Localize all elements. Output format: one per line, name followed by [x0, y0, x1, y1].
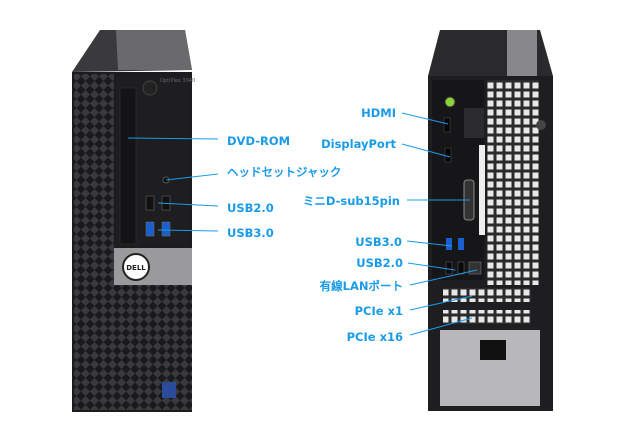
label-dvd-rom: DVD-ROM	[227, 134, 290, 148]
back-usb3-port	[458, 238, 464, 250]
label-pcie-x1: PCIe x1	[355, 304, 403, 318]
back-usb2-port	[445, 261, 453, 275]
back-usb3-port	[446, 238, 452, 250]
front-usb3-port	[145, 221, 155, 237]
front-usb2-port	[145, 195, 155, 211]
windows-sticker	[464, 108, 484, 138]
dell-logo	[122, 253, 150, 281]
back-vent	[487, 80, 539, 285]
label-pcie-x16: PCIe x16	[347, 330, 403, 344]
power-button[interactable]	[142, 80, 158, 96]
label-front-usb3: USB3.0	[227, 226, 274, 240]
dvd-drive[interactable]	[119, 87, 137, 245]
displayport-port	[444, 147, 452, 163]
back-usb2-port	[457, 261, 465, 275]
power-connector	[480, 340, 506, 360]
label-headset-jack: ヘッドセットジャック	[227, 165, 341, 179]
label-front-usb2: USB2.0	[227, 201, 274, 215]
label-hdmi: HDMI	[361, 106, 396, 120]
labels: DVD-ROM ヘッドセットジャック USB2.0 USB3.0 HDMI Di…	[227, 106, 403, 344]
thumbscrew	[536, 120, 546, 130]
pcie-x1-slot	[443, 288, 531, 302]
back-pc	[428, 30, 553, 411]
line-dvd	[127, 137, 219, 140]
label-displayport: DisplayPort	[321, 137, 396, 151]
label-lan: 有線LANポート	[320, 279, 403, 293]
front-lower-grille	[114, 285, 192, 410]
svg-text:DELL: DELL	[126, 264, 146, 272]
lan-port	[468, 261, 482, 275]
hdmi-port	[443, 117, 451, 133]
callout-lines	[127, 112, 478, 336]
audio-out-jack	[444, 96, 456, 108]
label-back-usb3: USB3.0	[355, 235, 402, 249]
front-grille	[74, 74, 114, 410]
intel-sticker	[162, 382, 176, 398]
front-usb3-port	[161, 221, 171, 237]
serial-label	[479, 145, 485, 235]
label-back-usb2: USB2.0	[356, 256, 403, 270]
label-dsub: ミニD-sub15pin	[303, 194, 400, 208]
pcie-x16-slot	[443, 310, 531, 324]
front-pc: OptiPlex 3040 DELL	[72, 30, 195, 412]
model-text: OptiPlex 3040	[160, 78, 195, 84]
